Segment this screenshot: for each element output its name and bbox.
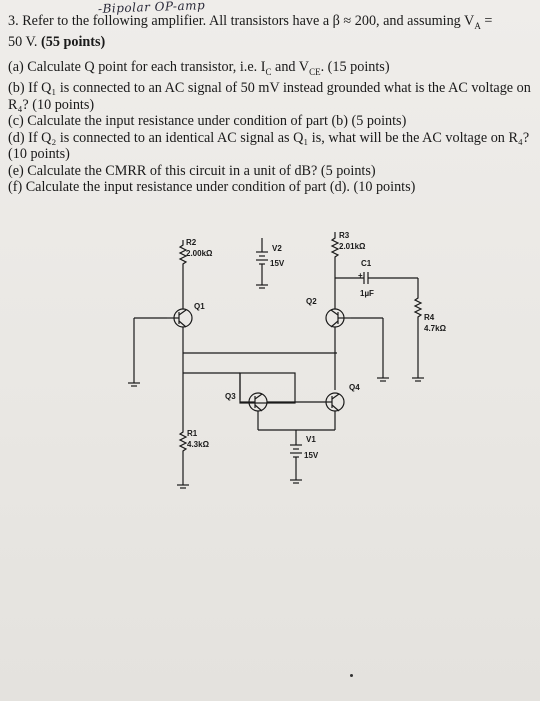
r4-name-label: R4 [424, 313, 435, 322]
intro-text: 3. Refer to the following amplifier. All… [8, 13, 475, 29]
q4-label: Q4 [349, 383, 360, 392]
v1-name-label: V1 [306, 435, 316, 444]
q2-label: Q2 [306, 297, 317, 306]
part-c: (c) Calculate the input resistance under… [8, 113, 407, 130]
r2-resistor [178, 240, 188, 309]
c1-value-label: 1µF [360, 289, 374, 298]
part-e: (e) Calculate the CMRR of this circuit i… [8, 162, 376, 179]
part-a-end: . (15 points) [320, 58, 390, 75]
c1-plus-label: + [358, 271, 363, 280]
r2-value-label: 2.00kΩ [186, 249, 213, 258]
intro-va-subscript: A [474, 20, 481, 31]
q1-label: Q1 [194, 302, 205, 311]
intro-text-2: 50 V. [8, 34, 41, 51]
intro-points: (55 points) [41, 34, 106, 51]
stray-dot [350, 674, 353, 677]
v2-name-label: V2 [272, 244, 282, 253]
v1-value-label: 15V [304, 451, 319, 460]
part-b: (b) If Q₁ is connected to an AC signal o… [8, 80, 531, 113]
intro-text-end: = [480, 13, 493, 29]
r1-resistor [178, 430, 188, 485]
r1-value-label: 4.3kΩ [187, 440, 210, 449]
r4-value-label: 4.7kΩ [424, 324, 447, 333]
r4-resistor [413, 278, 423, 378]
problem-statement: 3. Refer to the following amplifier. All… [8, 13, 534, 196]
part-d: (d) If Q₂ is connected to an identical A… [8, 129, 530, 163]
q3-label: Q3 [225, 392, 236, 401]
v2-value-label: 15V [270, 259, 285, 268]
part-a-ic-subscript: C [265, 66, 272, 77]
problem-intro: 3. Refer to the following amplifier. All… [8, 13, 534, 51]
part-a-text: (a) Calculate Q point for each transisto… [8, 58, 266, 75]
r3-value-label: 2.01kΩ [339, 242, 366, 251]
part-f: (f) Calculate the input resistance under… [8, 179, 416, 196]
part-a-vce-subscript: CE [309, 66, 321, 77]
part-a: (a) Calculate Q point for each transisto… [8, 59, 534, 80]
r1-name-label: R1 [187, 429, 198, 438]
part-a-mid: and V [271, 58, 310, 75]
r2-name-label: R2 [186, 238, 197, 247]
c1-name-label: C1 [361, 259, 372, 268]
r3-name-label: R3 [339, 231, 350, 240]
r3-resistor [330, 232, 340, 309]
